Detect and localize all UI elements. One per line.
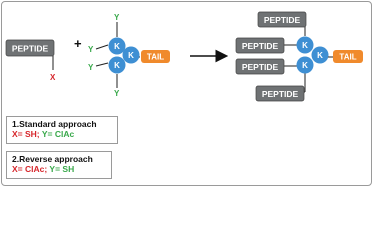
diagram-canvas: PEPTIDE X + Y Y Y Y K K K TAIL: [1, 1, 372, 186]
k-circle-upper: [108, 37, 126, 55]
product-peptide-2-box: [235, 37, 285, 54]
product-peptide-2-label: PEPTIDE: [242, 41, 279, 51]
peptide-label: PEPTIDE: [12, 44, 49, 54]
tail-label: TAIL: [147, 53, 164, 62]
product-tail-label: TAIL: [339, 53, 356, 62]
k-label-lower: K: [114, 61, 120, 70]
reverse-approach-title: 2.Reverse approach: [12, 154, 93, 164]
x-label: X: [50, 73, 56, 82]
reverse-y-condition: Y= SH: [49, 164, 75, 174]
tail-box: [141, 50, 170, 63]
product-k-circle-right: [311, 46, 329, 64]
peptide-box: [5, 39, 55, 57]
product-peptide-1-box: [257, 11, 307, 28]
product: PEPTIDE PEPTIDE PEPTIDE PEPTIDE K K K TA…: [235, 11, 363, 102]
product-k-circle-upper: [296, 36, 314, 54]
product-peptide-4-label: PEPTIDE: [262, 89, 299, 99]
product-k-label-upper: K: [302, 41, 308, 50]
product-peptide-3-label: PEPTIDE: [242, 62, 279, 72]
y-label-left-lower: Y: [88, 63, 94, 72]
reverse-approach-box: 2.Reverse approach X= ClAc; Y= SH: [6, 151, 112, 179]
product-peptide-4-box: [255, 85, 305, 102]
scaffold: Y Y Y Y K K K TAIL: [88, 13, 170, 98]
y-label-bottom: Y: [114, 89, 120, 98]
k-circle-lower: [108, 56, 126, 74]
standard-y-condition: Y= ClAc: [41, 129, 75, 139]
standard-approach-box: 1.Standard approach X= SH; Y= ClAc: [6, 116, 118, 144]
standard-approach-title: 1.Standard approach: [12, 119, 97, 129]
k-label-upper: K: [114, 42, 120, 51]
k-circle-right: [122, 46, 140, 64]
left-peptide: PEPTIDE X: [5, 39, 56, 82]
k-label-right: K: [128, 51, 134, 60]
standard-x-condition: X= SH;: [12, 129, 40, 139]
reverse-x-condition: X= ClAc;: [12, 164, 48, 174]
product-k-label-lower: K: [302, 61, 308, 70]
product-k-circle-lower: [296, 56, 314, 74]
plus-sign: +: [74, 36, 82, 51]
y-label-top: Y: [114, 13, 120, 22]
y-label-left-upper: Y: [88, 45, 94, 54]
product-peptide-3-box: [235, 58, 285, 75]
product-tail-box: [333, 50, 363, 63]
product-peptide-1-label: PEPTIDE: [264, 15, 301, 25]
standard-approach-conditions: X= SH; Y= ClAc: [12, 129, 112, 139]
scheme-graphic: PEPTIDE X + Y Y Y Y K K K TAIL: [5, 11, 363, 102]
product-k-label-right: K: [317, 51, 323, 60]
reverse-approach-conditions: X= ClAc; Y= SH: [12, 164, 106, 174]
outer-frame: [1, 1, 372, 186]
